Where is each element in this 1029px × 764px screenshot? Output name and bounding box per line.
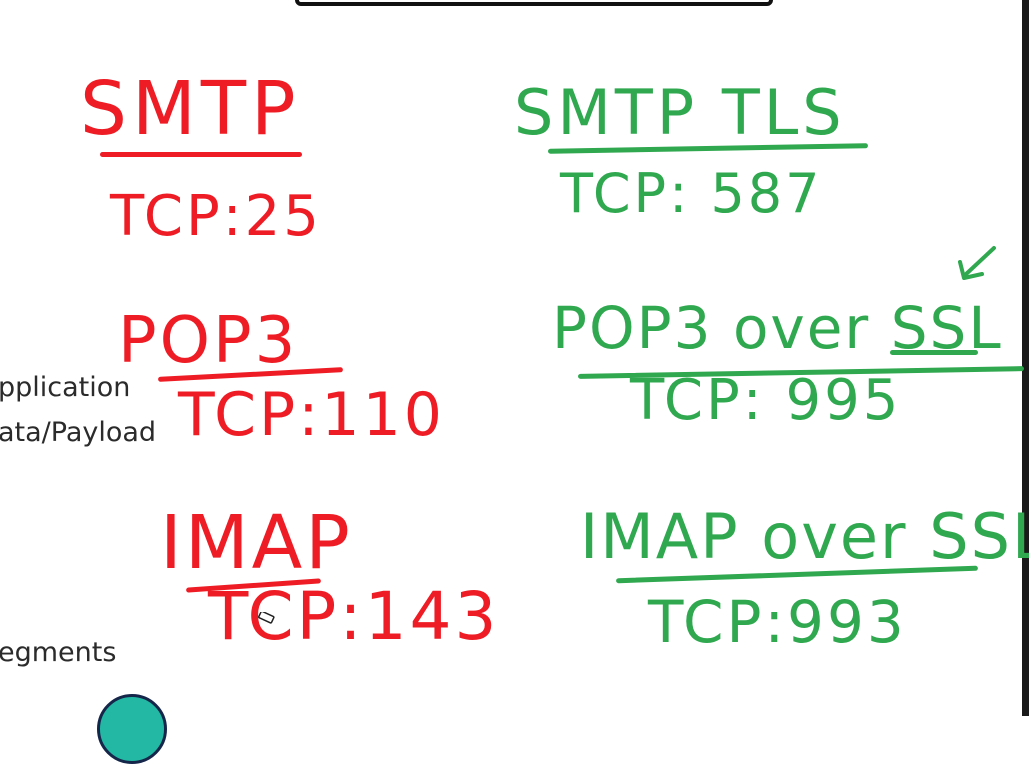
ssl-underline — [890, 350, 978, 355]
pop3-ssl-port: TCP: 995 — [630, 368, 902, 433]
smtp-port: TCP:25 — [110, 184, 322, 249]
pop3-port: TCP:110 — [178, 380, 445, 450]
pen-cursor-icon — [258, 612, 275, 624]
teal-circle-graphic — [97, 694, 167, 764]
slide-label-application: pplication — [0, 372, 131, 403]
slide-label-segments: egments — [0, 637, 117, 668]
smtp-tls-title: SMTP TLS — [514, 76, 846, 149]
imap-ssl-title: IMAP over SSL — [580, 500, 1029, 573]
pop3-title: POP3 — [118, 304, 299, 378]
right-window-border — [1022, 0, 1029, 716]
imap-title: IMAP — [160, 500, 353, 586]
arrow-mark-icon — [958, 246, 996, 280]
smtp-tls-port: TCP: 587 — [560, 162, 823, 225]
imap-ssl-port: TCP:993 — [648, 588, 907, 656]
slide-label-payload: ata/Payload — [0, 417, 157, 448]
smtp-underline — [100, 152, 302, 157]
imap-port: TCP:143 — [208, 578, 500, 655]
top-frame-edge — [295, 0, 773, 6]
smtp-title: SMTP — [80, 66, 301, 152]
